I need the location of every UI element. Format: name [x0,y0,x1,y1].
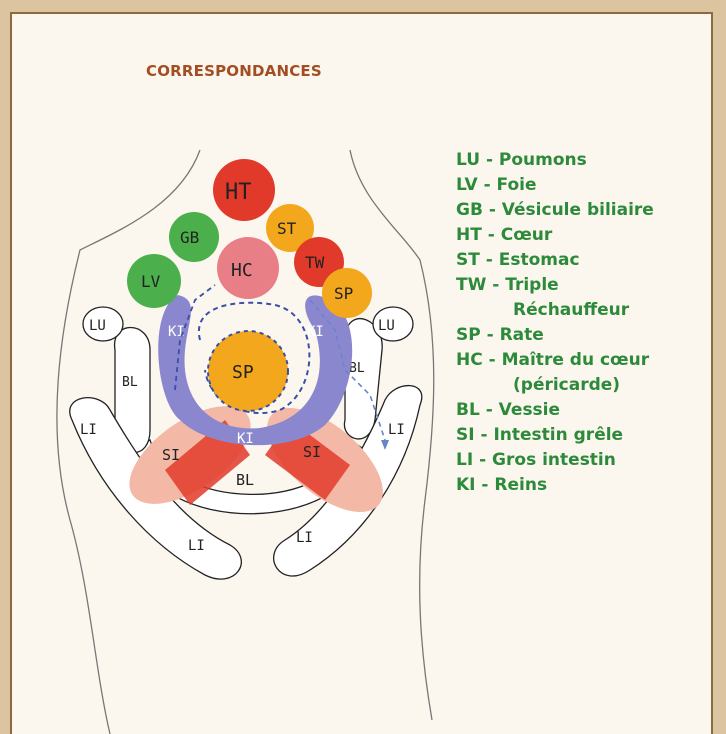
si-left-label: SI [162,446,180,464]
lu-left-label: LU [89,318,106,334]
li-left-top-label: LI [80,422,97,438]
hc-label: HC [231,260,253,281]
lv-label: LV [141,272,161,291]
li-right-bottom-label: LI [296,530,313,546]
li-left-bottom-label: LI [188,538,205,554]
legend-item: SP - Rate [456,323,654,348]
li-right-top-label: LI [388,422,405,438]
legend-item: HC - Maître du cœur(péricarde) [456,348,654,398]
legend-item: LV - Foie [456,173,654,198]
legend-item-cont: Réchauffeur [456,298,654,323]
sp-small-label: SP [334,284,353,303]
st-label: ST [277,219,297,238]
legend-item: BL - Vessie [456,398,654,423]
legend-item: LU - Poumons [456,148,654,173]
bl-bottom-label: BL [236,471,254,489]
gb-label: GB [180,228,199,247]
legend-item: HT - Cœur [456,223,654,248]
si-right-label: SI [303,443,321,461]
legend-item-cont: (péricarde) [456,373,654,398]
ki-right-label: KI [307,324,324,340]
legend-item: SI - Intestin grêle [456,423,654,448]
legend-item: LI - Gros intestin [456,448,654,473]
ki-bottom-label: KI [237,431,254,447]
ht-label: HT [225,180,252,205]
bl-left-label: BL [122,375,138,390]
tw-label: TW [305,253,325,272]
lu-right-label: LU [378,318,395,334]
sp-label: SP [232,362,254,383]
page-title: CORRESPONDANCES [146,62,322,80]
legend-item: ST - Estomac [456,248,654,273]
legend-item: KI - Reins [456,473,654,498]
legend-item: GB - Vésicule biliaire [456,198,654,223]
legend: LU - Poumons LV - Foie GB - Vésicule bil… [456,148,654,498]
